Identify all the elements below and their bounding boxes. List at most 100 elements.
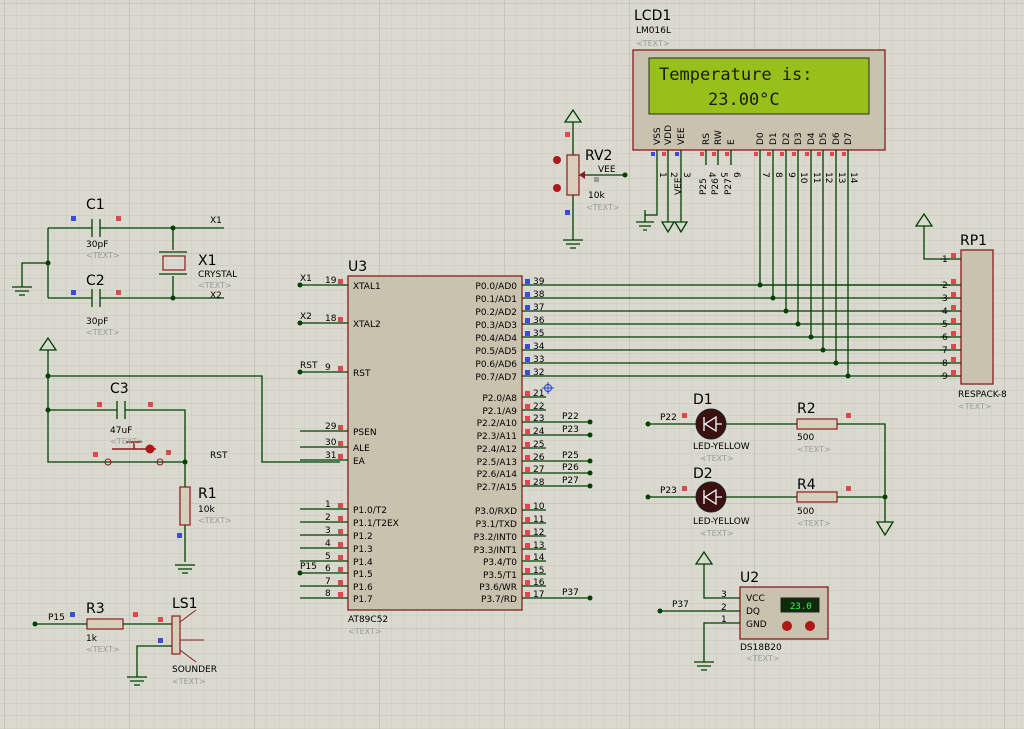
lcd1-pin-number: 12 (823, 172, 833, 183)
lcd1-pin-number: 9 (786, 172, 796, 178)
u2-temperature-sensor[interactable]: U2 P37 3 2 1 VCC DQ GND 23.0 DS18B20 <TE… (657, 550, 829, 671)
c3-ref: C3 (110, 381, 129, 397)
net-p15-label: P15 (48, 613, 65, 623)
lcd1-pin-marker (792, 152, 796, 156)
p0-bus-wires (542, 282, 950, 394)
u2-text-placeholder: <TEXT> (746, 654, 780, 663)
u3-net-junction (297, 320, 303, 326)
u3-pin-number: 30 (325, 438, 337, 448)
lcd1-pin-label: D7 (844, 132, 854, 145)
rp1-pin-marker (951, 305, 956, 310)
u3-pin-name: P2.4/A12 (477, 445, 517, 455)
rp1-pin-number: 7 (942, 346, 948, 356)
u3-pin-name: P3.7/RD (481, 595, 517, 605)
u2-display-reading: 23.0 (790, 602, 812, 612)
u3-pin-number: 26 (533, 453, 545, 463)
u3-pin-name: XTAL2 (353, 320, 381, 330)
lcd1-pin-label: RS (702, 133, 712, 145)
u3-pin-name: P0.3/AD3 (475, 321, 517, 331)
u3-pin-name: P1.1/T2EX (353, 519, 399, 529)
u3-pin-marker (525, 568, 530, 573)
u3-pin-number: 7 (325, 577, 331, 587)
net-p37-sensor-label: P37 (672, 600, 689, 610)
u3-pin-name: P2.0/A8 (482, 394, 517, 404)
u3-pin-marker (525, 592, 530, 597)
rp1-pin-marker (951, 253, 956, 258)
u3-pin-marker (338, 580, 343, 585)
u3-pin-marker (525, 429, 530, 434)
r3-value: 1k (86, 634, 98, 644)
u3-net-label: P27 (562, 476, 579, 486)
r1-ref: R1 (198, 486, 217, 502)
u3-pin-marker (525, 530, 530, 535)
lcd1-pin-label: VDD (664, 125, 674, 145)
lcd1-pin-label: D2 (782, 132, 792, 145)
u3-pin-number: 2 (325, 513, 331, 523)
u3-pin-name: P1.2 (353, 532, 373, 542)
lcd1-pin-number: 3 (681, 172, 691, 178)
u2-decrement-button[interactable] (782, 621, 792, 631)
u3-microcontroller[interactable]: U3 19XTAL1X118XTAL2X29RSTRST29PSEN30ALE3… (297, 259, 593, 636)
r1-value: 10k (198, 505, 215, 515)
x1-text-placeholder: <TEXT> (198, 281, 232, 290)
u3-net-label: P25 (562, 451, 579, 461)
u3-right-pins: 39P0.0/AD038P0.1/AD137P0.2/AD236P0.3/AD3… (474, 277, 593, 605)
lcd1-pin-label: E (727, 139, 737, 145)
u3-pin-name: P2.3/A11 (477, 432, 517, 442)
u3-pin-marker (338, 317, 343, 322)
u3-pin-number: 23 (533, 414, 544, 424)
r1-text-placeholder: <TEXT> (198, 516, 232, 525)
rv2-potentiometer[interactable]: RV2 VEE 10k <TEXT> (553, 108, 628, 249)
lcd1-pin-marker (780, 152, 784, 156)
u3-pin-name: P3.5/T1 (483, 571, 517, 581)
ground-icon (636, 210, 654, 231)
u3-pin-number: 31 (325, 451, 336, 461)
u3-pin-marker (525, 580, 530, 585)
lcd1-component[interactable]: LCD1 LM016L <TEXT> Temperature is: 23.00… (632, 8, 886, 184)
u3-pin-name: P1.5 (353, 570, 373, 580)
clock-circuit[interactable]: C1 30pF <TEXT> C2 30pF <TEXT> X1 CRYSTAL… (12, 197, 237, 337)
c1-value: 30pF (86, 240, 108, 250)
lcd1-line2: 23.00°C (708, 90, 780, 110)
rp1-text-placeholder: <TEXT> (958, 402, 992, 411)
u3-pin-number: 27 (533, 465, 544, 475)
reset-circuit[interactable]: C3 47uF <TEXT> R1 10k <TEXT> RST (38, 336, 340, 574)
lcd1-text-placeholder: <TEXT> (636, 39, 670, 48)
lcd1-part: LM016L (636, 26, 671, 36)
u3-pin-marker (525, 344, 530, 349)
lcd-net-p25: P25 (699, 178, 709, 195)
u3-pin-marker (338, 454, 343, 459)
ground-icon (660, 221, 676, 234)
lcd1-pin-label: VEE (677, 127, 687, 145)
u3-pin-name: P0.2/AD2 (475, 308, 517, 318)
u3-net-label: X1 (300, 274, 312, 284)
lcd1-pin-label: D0 (756, 132, 766, 145)
u3-pin-marker (525, 370, 530, 375)
led-circuit[interactable]: P22 D1 LED-YELLOW <TEXT> R2 500 <TEXT> P… (645, 392, 895, 538)
u3-pin-marker (525, 318, 530, 323)
rp1-pin-marker (951, 292, 956, 297)
rp1-pin-number: 9 (942, 372, 948, 382)
u3-pin-number: 12 (533, 528, 544, 538)
r4-text-placeholder: <TEXT> (797, 519, 831, 528)
u3-pin-marker (525, 543, 530, 548)
lcd1-pin-marker (754, 152, 758, 156)
u2-increment-button[interactable] (805, 621, 815, 631)
lcd1-pin-number: 11 (811, 172, 821, 183)
u3-pin-marker (338, 503, 343, 508)
u3-net-label: P22 (562, 412, 579, 422)
lcd1-pin-marker (817, 152, 821, 156)
lcd1-pin-number: 7 (760, 172, 770, 178)
lcd1-pin-marker (651, 152, 655, 156)
u3-pin-name: P1.6 (353, 583, 373, 593)
rp1-ref: RP1 (960, 233, 987, 249)
ls1-part: SOUNDER (172, 665, 217, 675)
u3-pin-marker (338, 516, 343, 521)
lcd1-pin-label: D6 (832, 132, 842, 145)
u3-pin-name: P2.1/A9 (482, 407, 517, 417)
sounder-circuit[interactable]: P15 R3 1k <TEXT> LS1 SOUNDER <TEXT> (32, 596, 218, 686)
u3-pin-name: P1.4 (353, 558, 373, 568)
u3-pin-marker (525, 504, 530, 509)
